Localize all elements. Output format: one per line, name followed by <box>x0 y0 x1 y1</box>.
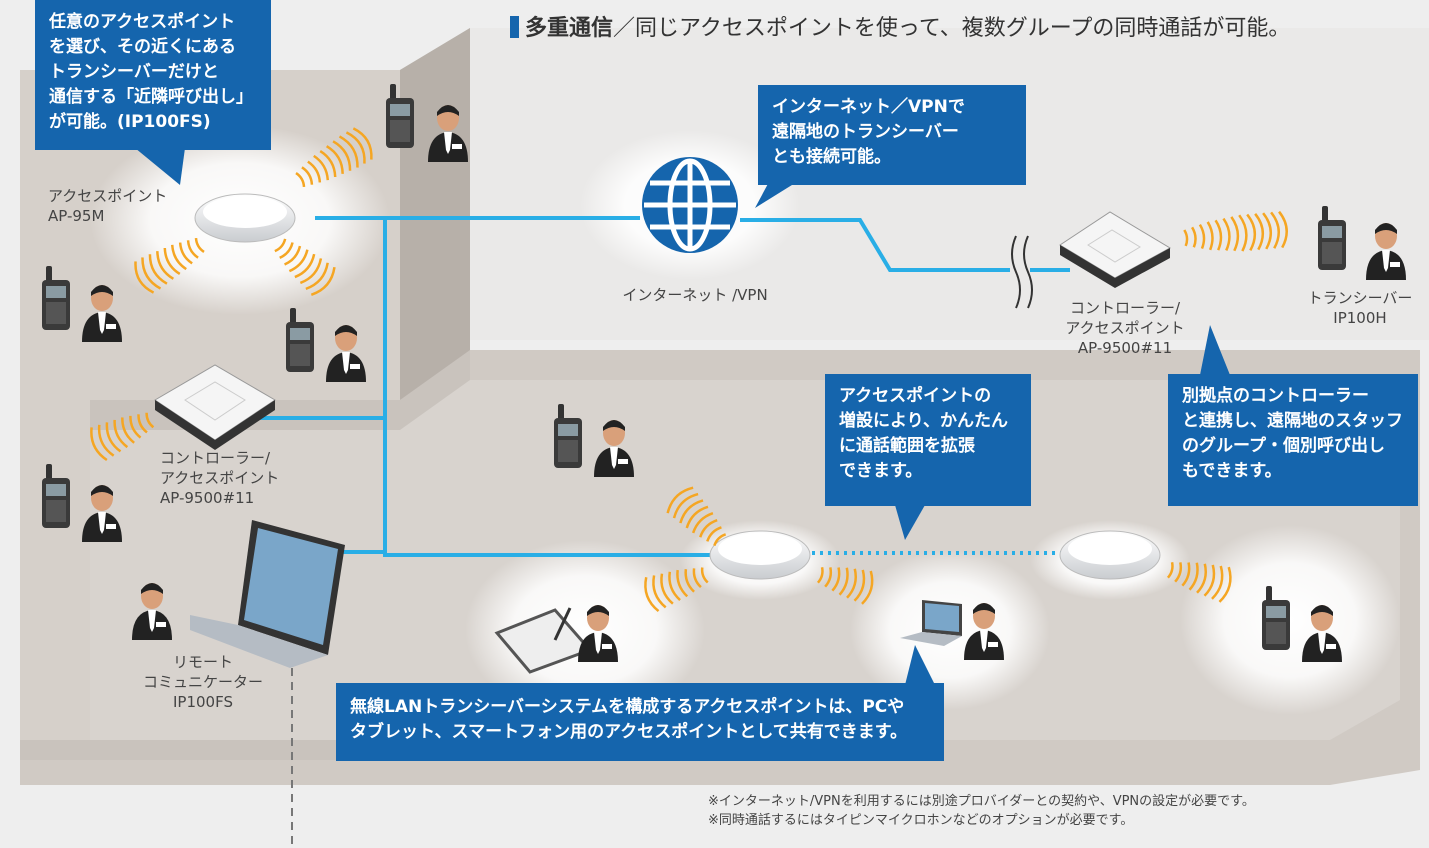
footnote-2: ※同時通話するにはタイピンマイクロホンなどのオプションが必要です。 <box>708 813 1134 828</box>
controller-remote-device <box>1059 211 1172 288</box>
controller-left-device <box>154 364 276 450</box>
callout-remote-site: 別拠点のコントローラー と連携し、遠隔地のスタッフ のグループ・個別呼び出し も… <box>1168 374 1418 506</box>
sky-area <box>400 28 1429 400</box>
callout-internet-vpn: インターネット／VPNで 遠隔地のトランシーバー とも接続可能。 <box>758 85 1026 185</box>
label-controller-remote: コントローラー/ アクセスポイント AP-9500#11 <box>1065 299 1185 357</box>
footnote-1: ※インターネット/VPNを利用するには別途プロバイダーとの契約や、VPNの設定が… <box>708 794 1255 809</box>
headline-bar <box>510 16 519 38</box>
callout-tail-internet <box>755 180 800 208</box>
label-controller-left: コントローラー/ アクセスポイント AP-9500#11 <box>160 449 280 507</box>
laptop-device <box>190 520 345 668</box>
headline-bold: 多重通信 <box>525 16 614 41</box>
headline: 多重通信／同じアクセスポイントを使って、複数グループの同時通話が可能。 <box>510 10 1290 42</box>
globe-icon <box>642 157 738 253</box>
footnotes: ※インターネット/VPNを利用するには別途プロバイダーとの契約や、VPNの設定が… <box>708 792 1255 830</box>
network-lines <box>260 216 1070 557</box>
label-remote-communicator: リモート コミュニケーター IP100FS <box>142 653 263 711</box>
radio-waves <box>90 127 1288 613</box>
headline-text: ／同じアクセスポイントを使って、複数グループの同時通話が可能。 <box>613 16 1291 41</box>
label-transceiver-remote: トランシーバー IP100H <box>1307 289 1413 327</box>
ap-right-device <box>1059 530 1161 580</box>
callout-tail-addap <box>895 505 925 540</box>
ap-mid-device <box>709 530 811 580</box>
label-internet: インターネット /VPN <box>622 286 768 304</box>
break-mark-2 <box>1023 235 1033 309</box>
small-laptop-device <box>900 600 962 646</box>
callout-tail-remote <box>1200 325 1230 375</box>
callout-tail-neighbor <box>135 148 185 185</box>
callout-neighbor-call: 任意のアクセスポイント を選び、その近くにある トランシーバーだけと 通信する「… <box>35 0 271 150</box>
ap95m-device <box>194 193 296 243</box>
glow-remote-user <box>1180 525 1400 715</box>
wall-divider <box>400 28 470 400</box>
callout-shared-ap: 無線LANトランシーバーシステムを構成するアクセスポイントは、PCや タブレット… <box>336 683 944 761</box>
break-mark <box>1011 235 1021 309</box>
callout-tail-shared <box>905 645 935 685</box>
label-ap95m: アクセスポイント AP-95M <box>48 187 168 225</box>
callout-add-ap: アクセスポイントの 増設により、かんたん に通話範囲を拡張 できます。 <box>825 374 1031 506</box>
